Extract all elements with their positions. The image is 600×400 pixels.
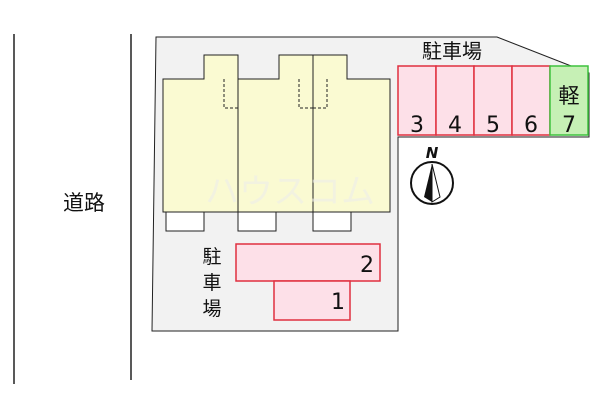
parking-top-space-3: 3 bbox=[397, 65, 437, 138]
kei-car-label: 軽 bbox=[559, 84, 580, 108]
parking-bottom-space-1: 1 bbox=[273, 280, 351, 321]
compass-needle-dark bbox=[424, 164, 432, 202]
parking-space-number: 2 bbox=[360, 253, 374, 278]
compass-needle-light bbox=[431, 163, 441, 203]
compass-letter: N bbox=[426, 144, 439, 162]
porch-3 bbox=[312, 211, 352, 232]
parking-top-space-5: 5 bbox=[473, 65, 513, 138]
stair-line-2 bbox=[298, 79, 314, 118]
parking-bottom-label-char-1: 駐 bbox=[202, 246, 221, 268]
parking-top-space-4: 4 bbox=[435, 65, 475, 138]
compass-north: N bbox=[410, 144, 454, 205]
parking-space-number: 7 bbox=[562, 113, 576, 138]
parking-space-number: 6 bbox=[524, 113, 538, 138]
parking-bottom-label-char-3: 場 bbox=[202, 298, 221, 320]
porch-1 bbox=[165, 211, 205, 232]
parking-bottom-label-char-2: 車 bbox=[202, 272, 221, 294]
parking-space-number: 1 bbox=[331, 290, 345, 315]
road-label: 道路 bbox=[63, 191, 105, 215]
watermark: ハウスコム bbox=[205, 172, 375, 212]
stair-line-1 bbox=[223, 79, 239, 118]
porch-2 bbox=[237, 211, 277, 232]
parking-space-number: 4 bbox=[448, 113, 462, 138]
parking-bottom-space-2: 2 bbox=[235, 243, 381, 282]
parking-top-label: 駐車場 bbox=[422, 39, 482, 63]
parking-space-number: 5 bbox=[486, 113, 500, 138]
parking-top-space-7-kei: 軽 7 bbox=[549, 65, 589, 138]
parking-top-space-6: 6 bbox=[511, 65, 551, 138]
parking-space-number: 3 bbox=[410, 113, 424, 138]
